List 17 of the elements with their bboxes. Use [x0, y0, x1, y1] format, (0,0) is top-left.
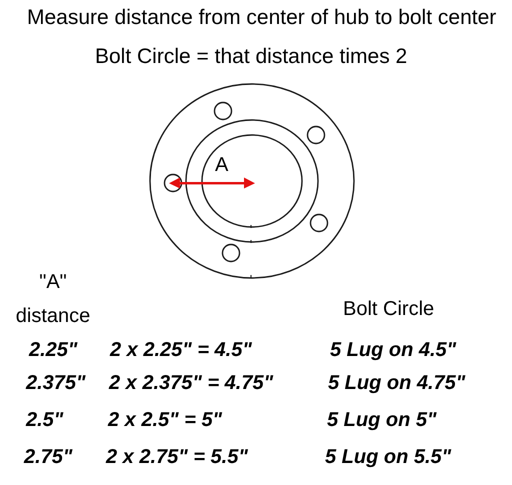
heading: Measure distance from center of hub to bolt center — [27, 6, 496, 30]
distance-value: 2.25" — [29, 338, 78, 362]
calculation-text: 2 x 2.375" = 4.75" — [109, 371, 274, 395]
bolt-pattern-text: 5 Lug on 5.5" — [325, 445, 452, 469]
bolt-pattern-text: 5 Lug on 4.75" — [328, 371, 466, 395]
calculation-text: 2 x 2.75" = 5.5" — [106, 445, 248, 469]
distance-value: 2.5" — [26, 408, 64, 432]
distance-value: 2.375" — [26, 371, 86, 395]
bolt-pattern-text: 5 Lug on 4.5" — [330, 338, 456, 362]
formula-note: Bolt Circle = that distance times 2 — [95, 45, 408, 69]
column-header: "A" distance — [14, 270, 92, 329]
calculation-text: 2 x 2.25" = 4.5" — [110, 338, 252, 362]
distance-value: 2.75" — [24, 445, 72, 469]
column-header: Bolt Circle — [343, 297, 434, 321]
calculation-text: 2 x 2.5" = 5" — [108, 408, 222, 432]
bolt-pattern-text: 5 Lug on 5" — [327, 408, 436, 432]
dimension-label: A — [215, 153, 228, 177]
